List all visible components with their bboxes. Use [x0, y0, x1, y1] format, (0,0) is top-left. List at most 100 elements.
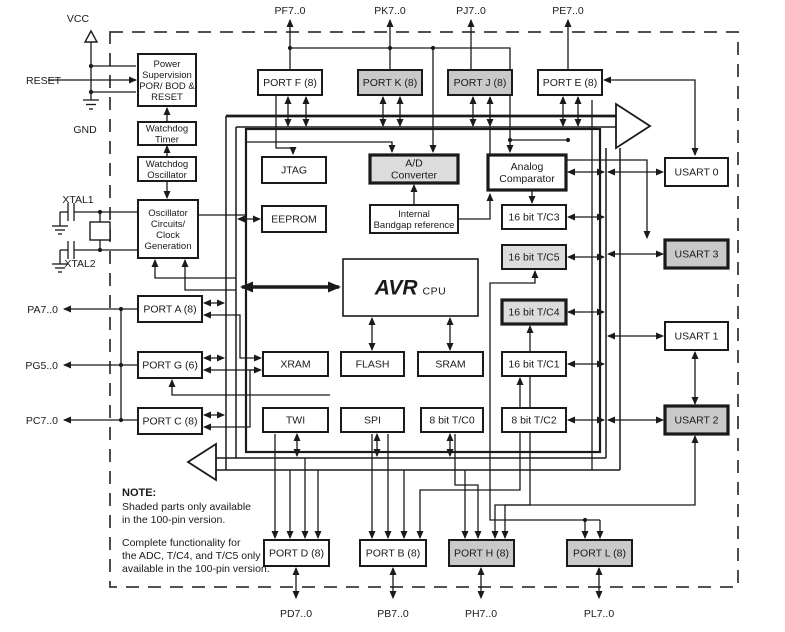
- block-label-tc3: 16 bit T/C3: [508, 212, 559, 224]
- block-port-d: PORT D (8): [263, 539, 330, 567]
- bus-arrow-right-icon: [615, 102, 652, 150]
- pin-label-gnd: GND: [73, 124, 97, 136]
- block-port-j: PORT J (8): [447, 69, 513, 96]
- block-label-port-j: PORT J (8): [454, 77, 507, 89]
- note-line: Shaded parts only available: [122, 501, 251, 513]
- pin-label-ph: PH7..0: [465, 608, 497, 620]
- pin-label-pj: PJ7..0: [456, 5, 486, 17]
- block-jtag: JTAG: [261, 156, 327, 184]
- block-label-usart3: USART 3: [675, 249, 719, 261]
- block-tc3: 16 bit T/C3: [501, 204, 567, 230]
- block-usart1: USART 1: [664, 321, 729, 351]
- block-label-port-h: PORT H (8): [454, 548, 509, 560]
- block-label-eeprom: EEPROM: [271, 214, 317, 226]
- block-eeprom: EEPROM: [261, 205, 327, 233]
- note-line: Complete functionality for: [122, 537, 241, 549]
- block-tc2: 8 bit T/C2: [501, 407, 567, 433]
- block-label-tc2: 8 bit T/C2: [511, 415, 556, 427]
- junction-dots: [88, 45, 588, 523]
- note-line: in the 100-pin version.: [122, 514, 225, 526]
- block-label-xram: XRAM: [280, 359, 310, 371]
- block-tc0: 8 bit T/C0: [420, 407, 484, 433]
- block-label-port-b: PORT B (8): [366, 548, 420, 560]
- pin-label-vcc: VCC: [67, 13, 90, 25]
- pin-label-pb: PB7..0: [377, 608, 409, 620]
- block-port-h: PORT H (8): [448, 539, 515, 567]
- pin-label-pf: PF7..0: [275, 5, 306, 17]
- block-label-tc4: 16 bit T/C4: [508, 307, 559, 319]
- pin-label-pk: PK7..0: [374, 5, 406, 17]
- block-label-port-l: PORT L (8): [573, 548, 626, 560]
- block-tc1: 16 bit T/C1: [501, 351, 567, 377]
- block-twi: TWI: [262, 407, 329, 433]
- pin-label-reset: RESET: [26, 75, 62, 87]
- block-port-f: PORT F (8): [257, 69, 323, 96]
- block-usart3: USART 3: [663, 238, 730, 270]
- block-spi: SPI: [340, 407, 405, 433]
- block-sram: SRAM: [417, 351, 484, 377]
- block-port-b: PORT B (8): [359, 539, 427, 567]
- block-label-port-d: PORT D (8): [269, 548, 324, 560]
- block-label-port-e: PORT E (8): [543, 77, 597, 89]
- pin-label-pl: PL7..0: [584, 608, 615, 620]
- block-label-tc1: 16 bit T/C1: [508, 359, 559, 371]
- block-label-spi: SPI: [364, 415, 381, 427]
- block-label-port-k: PORT K (8): [363, 77, 417, 89]
- block-port-l: PORT L (8): [566, 539, 633, 567]
- block-label-port-c: PORT C (8): [142, 416, 197, 428]
- bus-arrow-left-icon: [186, 442, 217, 482]
- pin-label-xtal1: XTAL1: [62, 194, 93, 206]
- block-label-tc5: 16 bit T/C5: [508, 252, 559, 264]
- block-label-sram: SRAM: [435, 359, 465, 371]
- block-port-c: PORT C (8): [137, 407, 203, 435]
- pin-label-pg: PG5..0: [25, 360, 58, 372]
- note-title: NOTE:: [122, 487, 156, 499]
- block-usart2: USART 2: [663, 404, 730, 436]
- vcc-symbol-icon: [83, 29, 99, 43]
- block-usart0: USART 0: [664, 157, 729, 187]
- block-tc4: 16 bit T/C4: [500, 298, 568, 326]
- note-line: available in the 100-pin version.: [122, 563, 270, 575]
- pin-label-pe: PE7..0: [552, 5, 584, 17]
- block-port-g: PORT G (6): [137, 351, 203, 379]
- block-label-port-g: PORT G (6): [142, 360, 198, 372]
- block-label-port-a: PORT A (8): [143, 304, 196, 316]
- block-label-usart1: USART 1: [675, 331, 719, 343]
- block-label-usart2: USART 2: [675, 415, 719, 427]
- pin-label-pa: PA7..0: [27, 304, 58, 316]
- note-line: the ADC, T/C4, and T/C5 only: [122, 550, 261, 562]
- chip-dashed-border: [109, 31, 739, 588]
- crystal-icon: [89, 221, 111, 241]
- block-xram: XRAM: [262, 351, 329, 377]
- note-block: NOTE: Shaded parts only available in the…: [122, 487, 270, 575]
- pin-label-pd: PD7..0: [280, 608, 312, 620]
- block-flash: FLASH: [340, 351, 405, 377]
- block-port-e: PORT E (8): [537, 69, 603, 96]
- block-label-port-f: PORT F (8): [263, 77, 317, 89]
- block-tc5: 16 bit T/C5: [501, 244, 567, 270]
- block-label-usart0: USART 0: [675, 167, 719, 179]
- block-label-tc0: 8 bit T/C0: [429, 415, 474, 427]
- pin-label-xtal2: XTAL2: [64, 258, 95, 270]
- block-label-twi: TWI: [286, 415, 305, 427]
- block-port-a: PORT A (8): [137, 295, 203, 323]
- pin-label-pc: PC7..0: [26, 415, 58, 427]
